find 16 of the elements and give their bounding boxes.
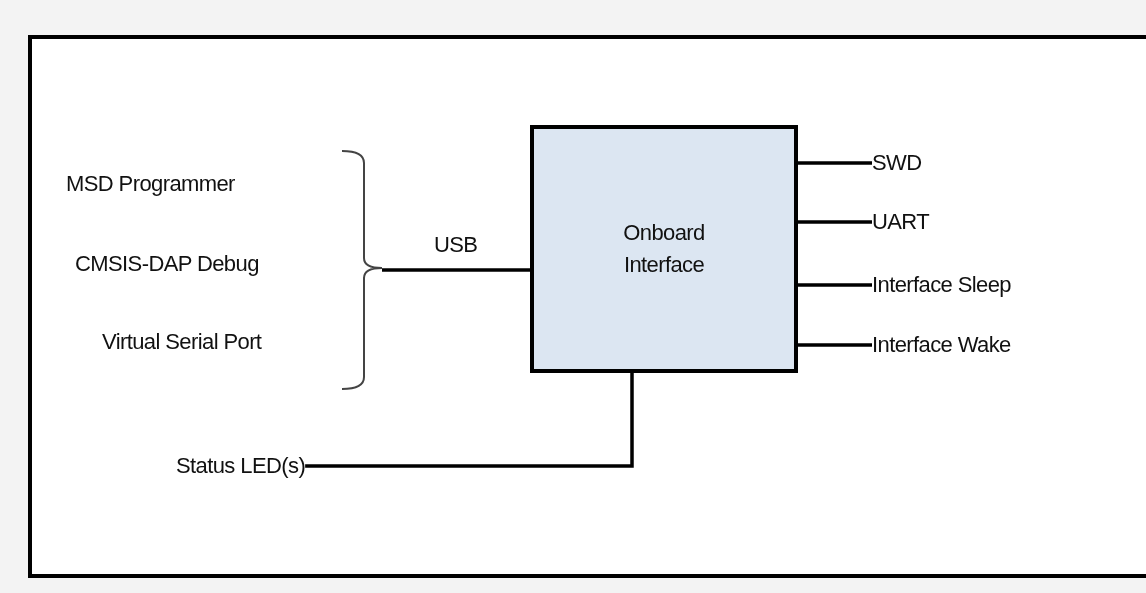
connector-line — [305, 373, 634, 468]
interface-block: Onboard Interface — [530, 125, 798, 373]
signal-label: SWD — [872, 150, 922, 176]
signal-label: CMSIS-DAP Debug — [75, 251, 259, 277]
connector-line — [382, 268, 530, 272]
signal-label: UART — [872, 209, 930, 235]
connector-line — [798, 343, 872, 347]
signal-label: MSD Programmer — [66, 171, 235, 197]
signal-label: Status LED(s) — [176, 453, 306, 479]
curly-brace — [342, 150, 382, 390]
signal-label: Virtual Serial Port — [102, 329, 262, 355]
signal-label: Interface Wake — [872, 332, 1011, 358]
connector-line — [798, 220, 872, 224]
signal-label: Interface Sleep — [872, 272, 1011, 298]
connector-line — [798, 161, 872, 165]
connector-line — [798, 283, 872, 287]
